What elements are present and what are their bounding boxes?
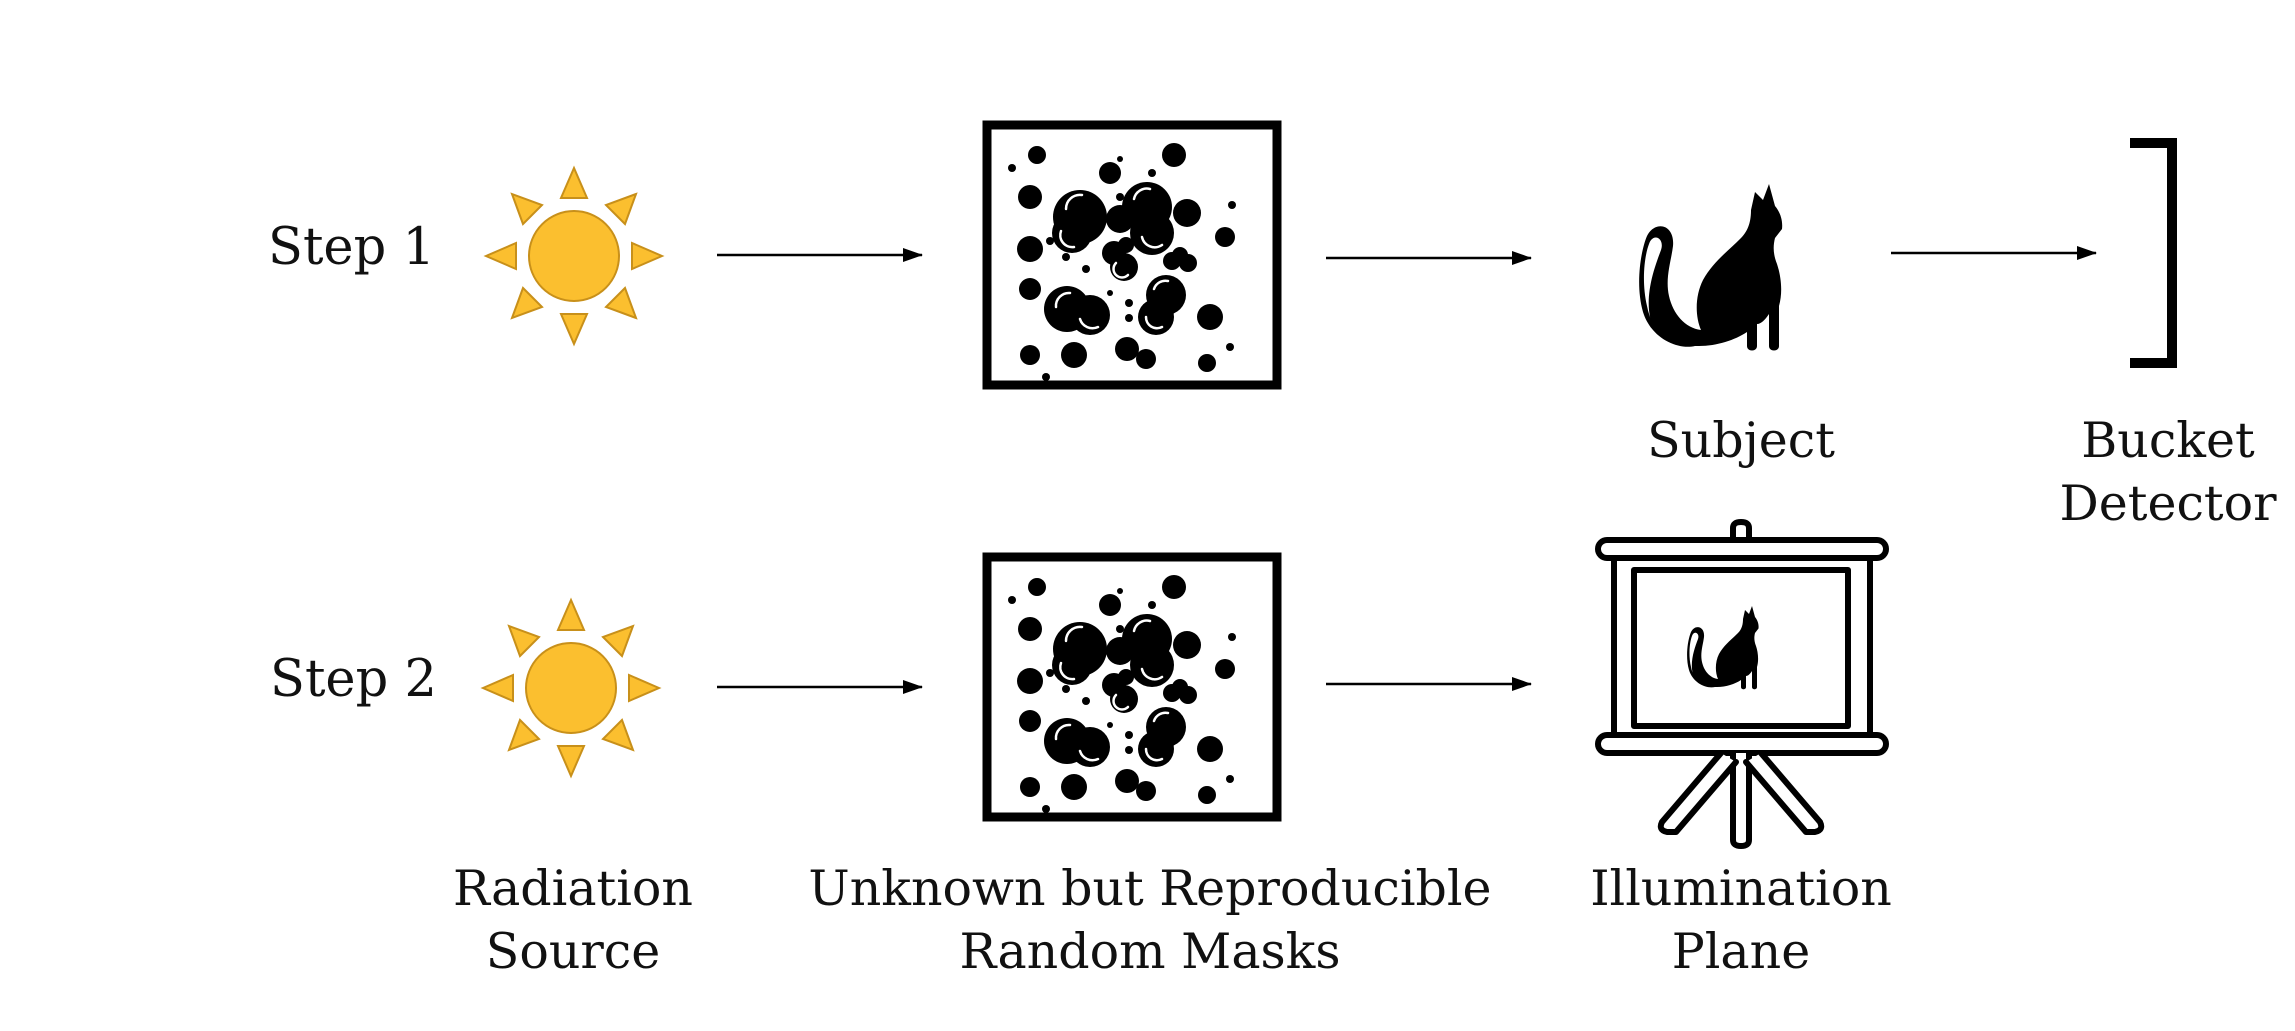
bucket-detector-icon	[2130, 138, 2177, 368]
bucket-detector-label-line-2: Detector	[2059, 474, 2277, 532]
sun-icon	[482, 599, 660, 777]
random-mask-icon	[987, 557, 1277, 817]
bucket-detector-label: Bucket Detector	[2045, 410, 2291, 535]
bucket-detector-label-line-1: Bucket	[2081, 412, 2255, 469]
illumination-plane-label: Illumination Plane	[1565, 858, 1917, 983]
step-1-label: Step 1	[268, 218, 435, 277]
illumination-plane-label-line-1: Illumination	[1590, 860, 1892, 917]
illumination-plane-label-line-2: Plane	[1671, 922, 1811, 980]
cat-icon	[1639, 184, 1783, 351]
sun-icon	[485, 167, 663, 345]
random-masks-label-line-1: Unknown but Reproducible	[808, 860, 1492, 917]
random-masks-label-line-2: Random Masks	[959, 922, 1341, 980]
step-2-label: Step 2	[270, 650, 437, 709]
radiation-source-label-line-1: Radiation	[453, 860, 693, 917]
radiation-source-label-line-2: Source	[485, 922, 661, 980]
random-mask-icon	[987, 125, 1277, 385]
subject-label: Subject	[1647, 412, 1835, 469]
radiation-source-label: Radiation Source	[417, 858, 729, 983]
random-masks-label: Unknown but Reproducible Random Masks	[780, 858, 1520, 983]
